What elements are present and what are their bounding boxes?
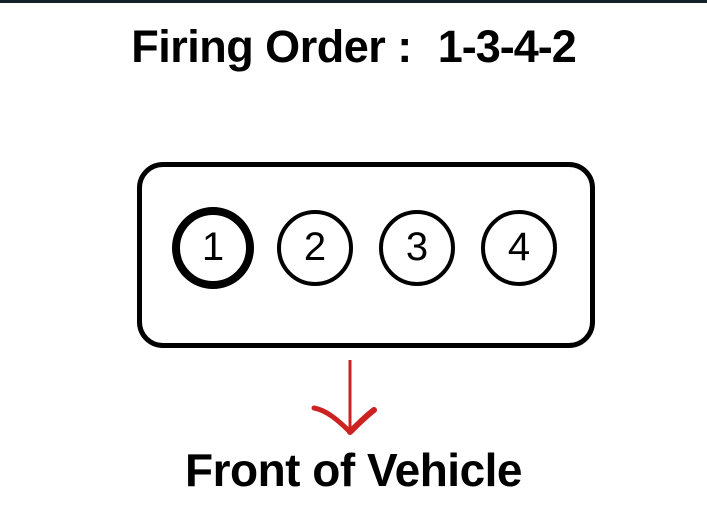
arrow-icon bbox=[311, 360, 377, 435]
cylinder-row: 1 2 3 4 bbox=[137, 162, 595, 348]
cylinder-1[interactable]: 1 bbox=[172, 207, 254, 289]
top-edge-rule bbox=[0, 0, 707, 3]
cylinder-label: 2 bbox=[303, 225, 327, 269]
cylinder-label: 4 bbox=[507, 225, 531, 269]
cylinder-label: 3 bbox=[405, 225, 429, 269]
firing-order-value: 1-3-4-2 bbox=[437, 21, 577, 72]
cylinder-4[interactable]: 4 bbox=[481, 210, 557, 286]
cylinder-2[interactable]: 2 bbox=[277, 210, 353, 286]
front-of-vehicle-arrow bbox=[300, 352, 410, 448]
front-of-vehicle-caption: Front of Vehicle bbox=[184, 444, 523, 496]
firing-order-label: Firing Order : bbox=[131, 21, 412, 72]
firing-order-title: Firing Order : 1-3-4-2 bbox=[0, 24, 707, 69]
cylinder-label: 1 bbox=[201, 225, 225, 269]
cylinder-3[interactable]: 3 bbox=[379, 210, 455, 286]
